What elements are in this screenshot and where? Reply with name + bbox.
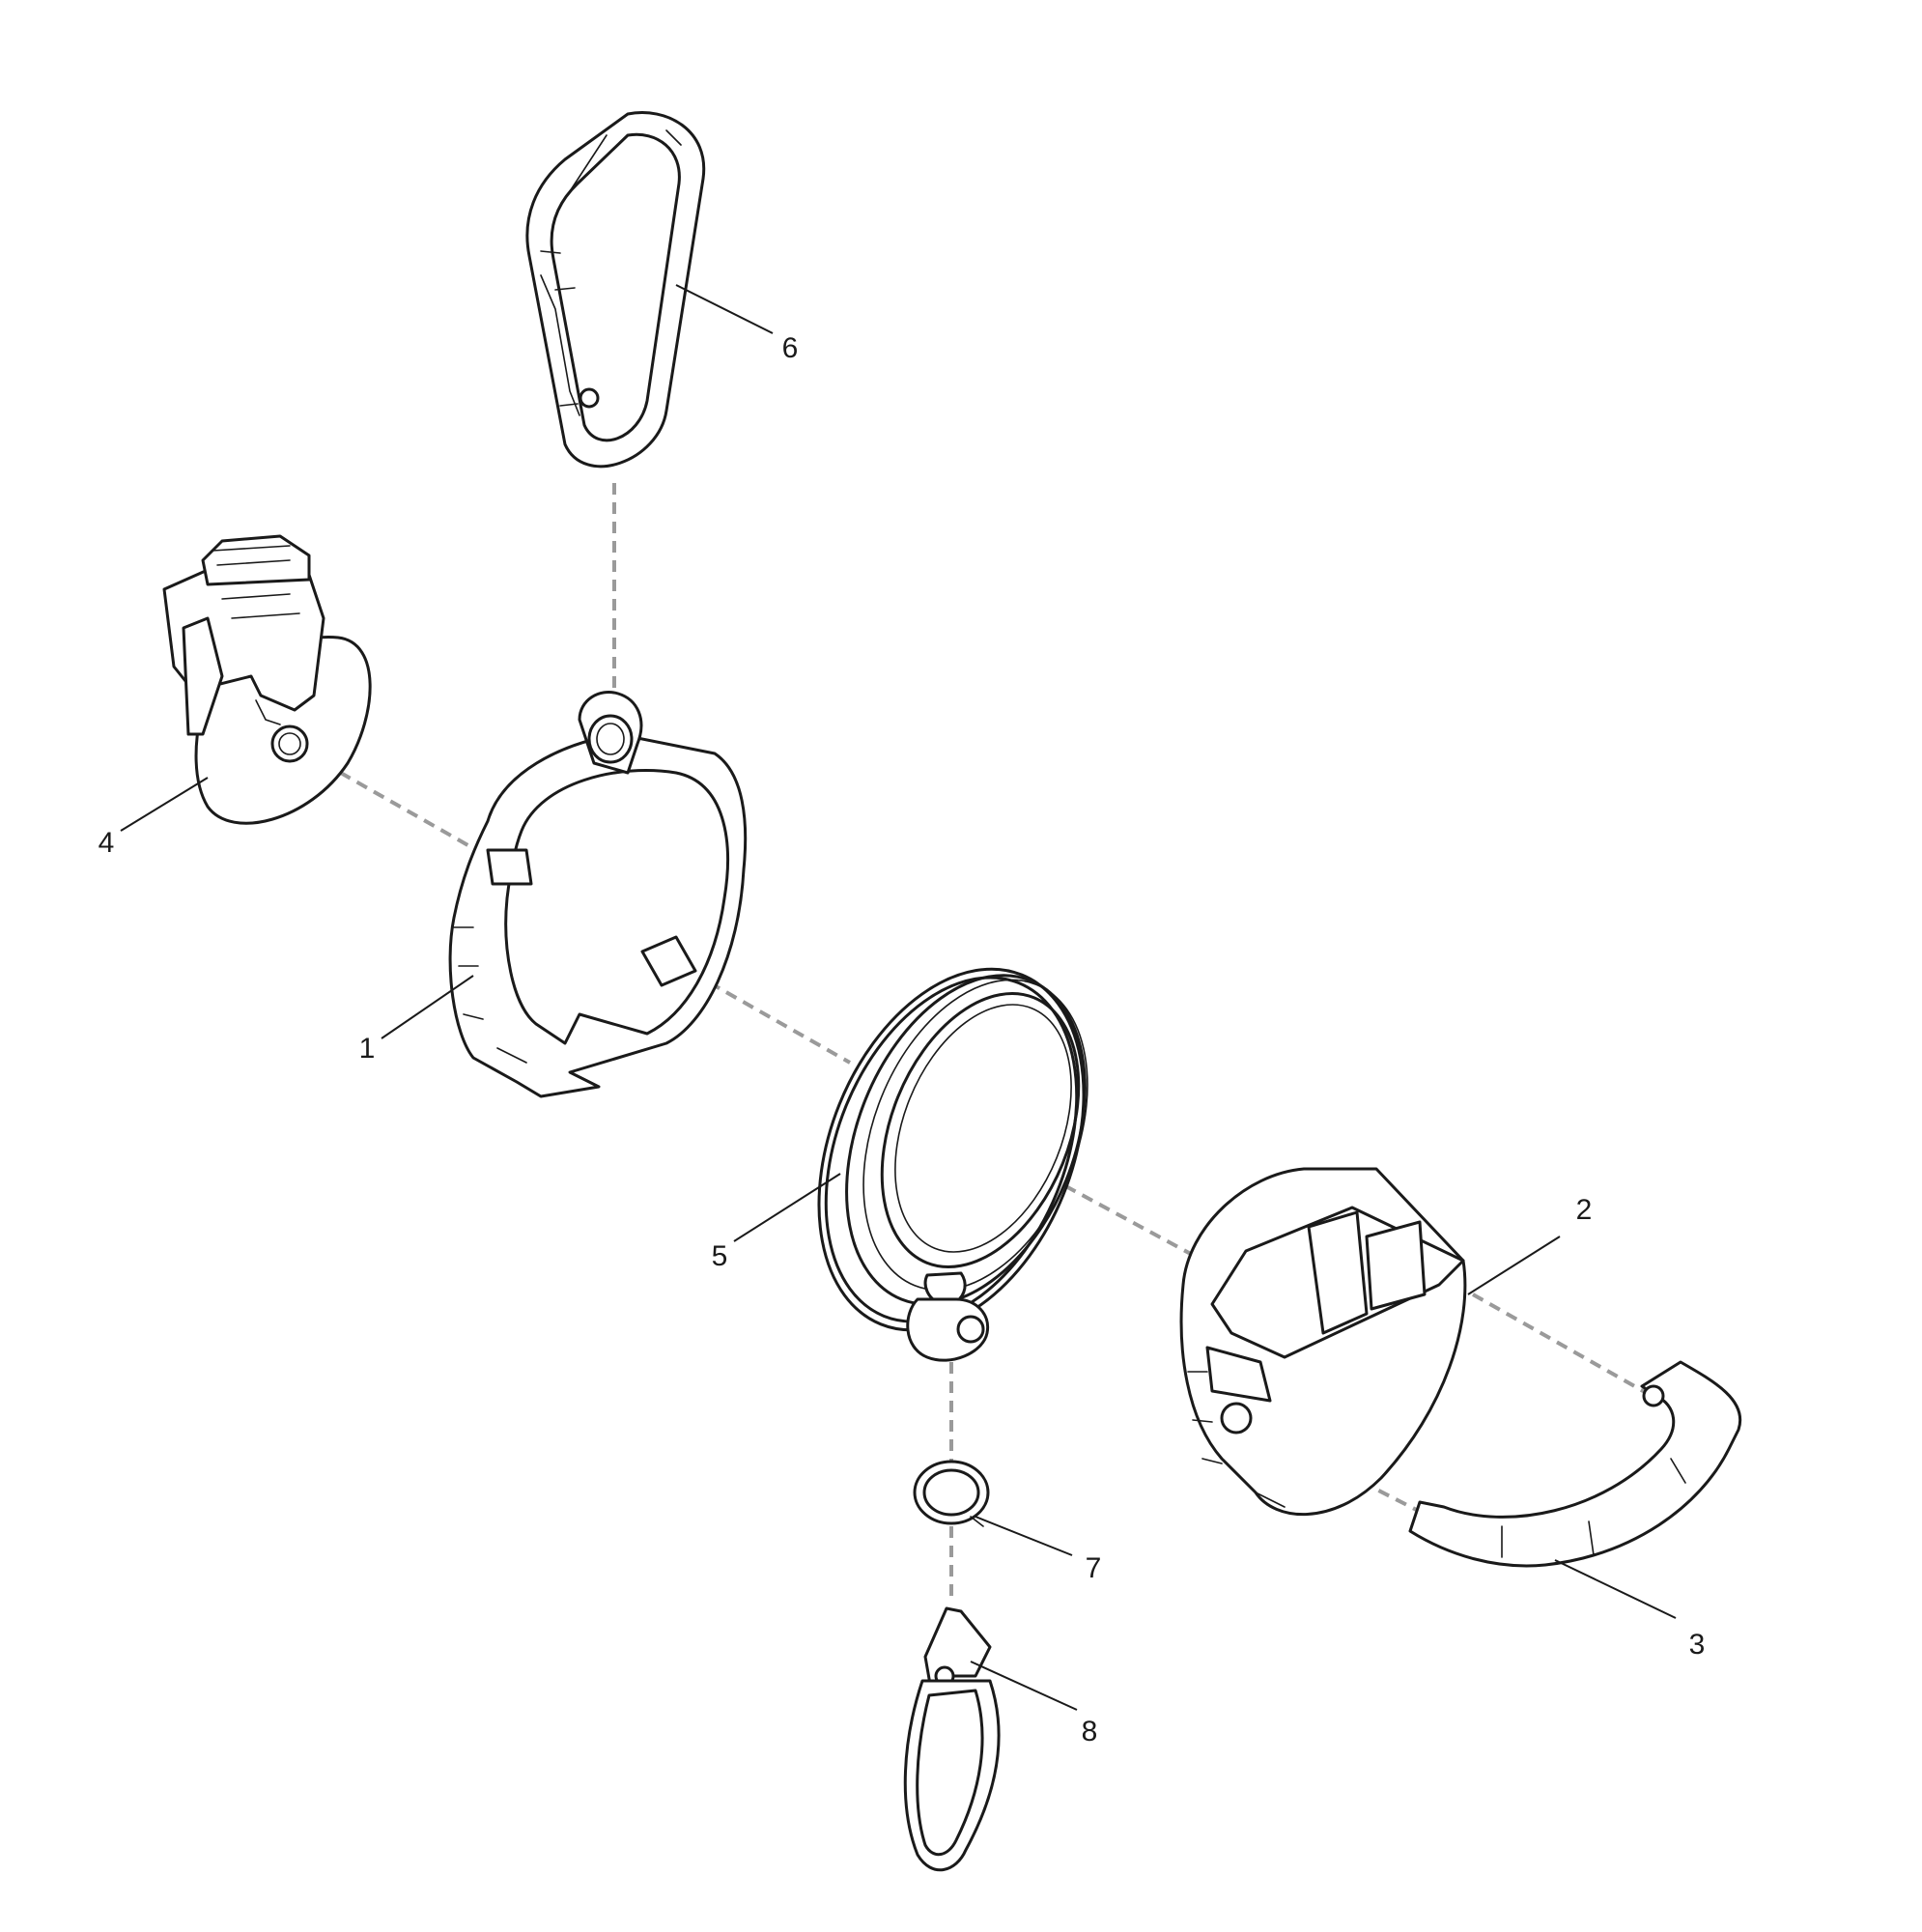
carabiner-part: [525, 111, 706, 469]
assembly-path-cover-to-clamp: [1472, 1293, 1653, 1398]
callout-2: 2: [1576, 1194, 1593, 1226]
leader-line-1: [381, 975, 474, 1039]
callout-1: 1: [359, 1033, 376, 1065]
housing-ring-part: [448, 691, 748, 1098]
belt-clip-part: [162, 534, 372, 825]
assembly-path-clip-to-housing: [289, 742, 851, 1065]
clamp-band-part: [1408, 1360, 1742, 1568]
snap-hook-part: [903, 1606, 1001, 1872]
leader-line-6: [675, 284, 774, 334]
callout-5: 5: [712, 1240, 728, 1272]
leader-line-8: [970, 1661, 1078, 1711]
leader-line-2: [1467, 1236, 1561, 1295]
callout-7: 7: [1086, 1552, 1102, 1584]
split-ring-part: [913, 1460, 990, 1527]
callout-labels: 1 2 3 4 5 6 7 8: [99, 332, 1706, 1747]
callout-3: 3: [1689, 1629, 1706, 1661]
callout-8: 8: [1082, 1716, 1098, 1747]
cover-part: [1179, 1167, 1467, 1517]
leader-lines: [120, 284, 1677, 1711]
leader-line-4: [120, 777, 209, 832]
reel-part: [817, 967, 1088, 1362]
leader-line-3: [1554, 1559, 1677, 1619]
assembly-path-cover-to-clamp-lower: [1240, 1418, 1440, 1523]
callout-6: 6: [782, 332, 799, 364]
leader-line-7: [975, 1516, 1073, 1556]
leader-line-5: [733, 1173, 841, 1242]
callout-4: 4: [99, 827, 115, 859]
